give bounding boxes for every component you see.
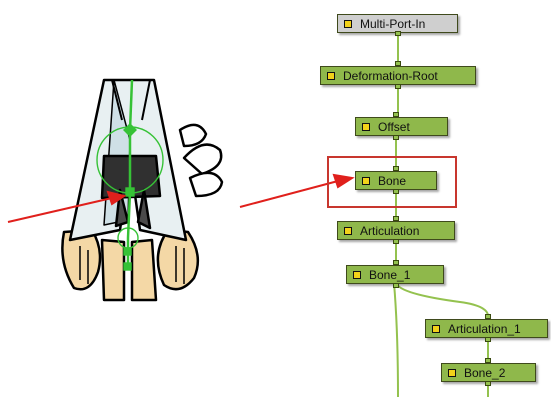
selected-node-highlight — [327, 156, 457, 208]
out-port[interactable] — [393, 135, 399, 140]
in-port[interactable] — [485, 314, 491, 319]
checkbox-icon[interactable] — [448, 368, 456, 377]
out-port[interactable] — [485, 337, 491, 342]
arrow-icon — [239, 180, 339, 208]
callout-arrows — [7, 173, 355, 223]
out-port[interactable] — [393, 239, 399, 244]
node-label: Deformation-Root — [343, 68, 438, 83]
in-port[interactable] — [393, 166, 399, 171]
checkbox-icon[interactable] — [362, 176, 370, 185]
node-deformation-root[interactable]: Deformation-Root — [320, 66, 476, 85]
out-port[interactable] — [395, 31, 401, 36]
out-port[interactable] — [393, 283, 399, 288]
node-label: Articulation — [360, 223, 420, 238]
in-port[interactable] — [393, 216, 399, 221]
node-articulation-1[interactable]: Articulation_1 — [425, 319, 548, 338]
out-port[interactable] — [395, 84, 401, 89]
node-label: Bone_1 — [369, 267, 411, 282]
in-port[interactable] — [485, 358, 491, 363]
node-bone[interactable]: Bone — [355, 171, 437, 190]
in-port[interactable] — [393, 260, 399, 265]
node-label: Bone_2 — [464, 365, 506, 380]
deformation-rig — [96, 79, 164, 271]
node-bone-2[interactable]: Bone_2 — [441, 363, 536, 382]
checkbox-icon[interactable] — [344, 19, 352, 28]
checkbox-icon[interactable] — [432, 324, 440, 333]
node-articulation[interactable]: Articulation — [337, 221, 455, 240]
in-port[interactable] — [393, 112, 399, 117]
checkbox-icon[interactable] — [327, 71, 335, 80]
node-label: Bone — [378, 173, 407, 188]
checkbox-icon[interactable] — [344, 226, 352, 235]
checkbox-icon[interactable] — [362, 122, 370, 131]
node-multi-port-in[interactable]: Multi-Port-In — [337, 14, 458, 33]
node-wires — [393, 32, 490, 397]
arrow-icon — [7, 197, 113, 223]
node-label: Articulation_1 — [448, 321, 521, 336]
out-port[interactable] — [393, 189, 399, 194]
checkbox-icon[interactable] — [353, 270, 361, 279]
node-label: Offset — [378, 119, 410, 134]
in-port[interactable] — [395, 61, 401, 66]
node-bone-1[interactable]: Bone_1 — [346, 265, 444, 284]
out-port[interactable] — [485, 381, 491, 386]
node-offset[interactable]: Offset — [355, 117, 448, 136]
node-label: Multi-Port-In — [360, 16, 426, 31]
character-art — [61, 78, 224, 302]
